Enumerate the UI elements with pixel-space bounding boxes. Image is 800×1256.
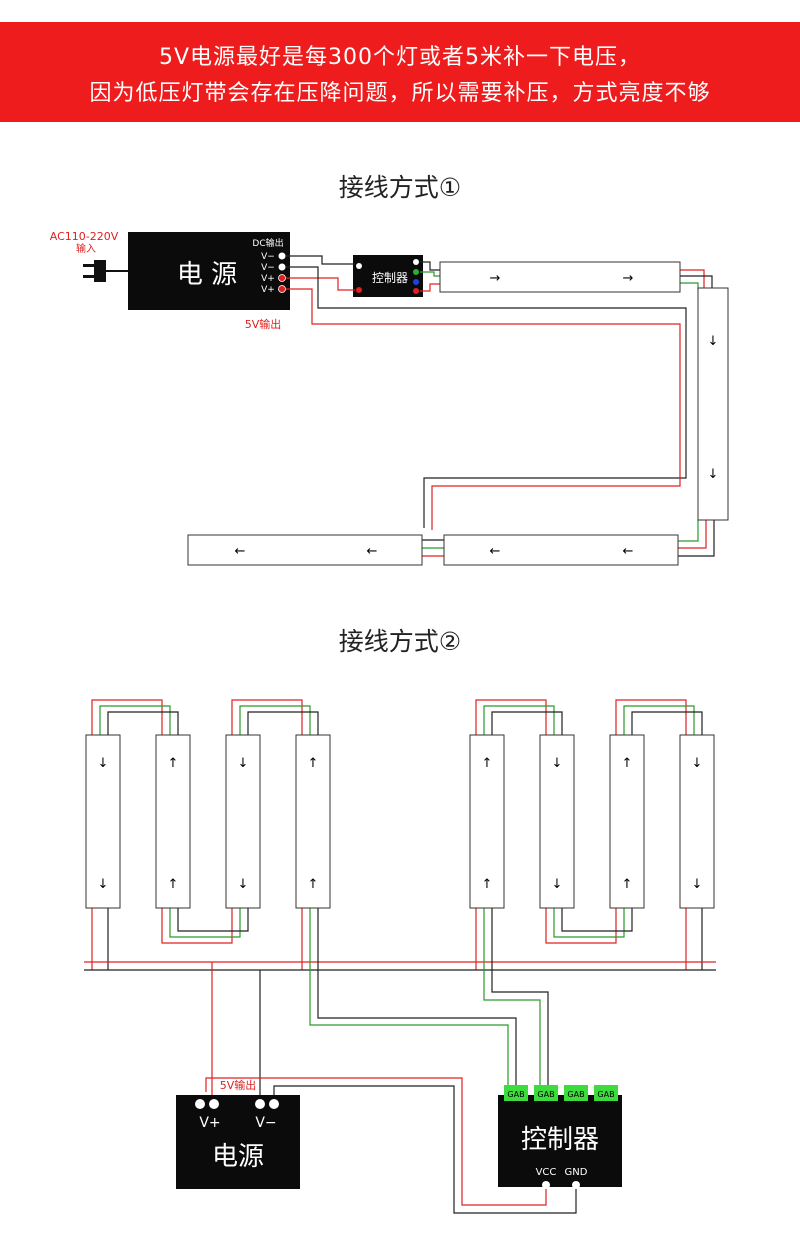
power-supply-1 xyxy=(128,232,290,310)
terminal-dot xyxy=(356,287,362,293)
power-supply-2: 5V输出 V+ V− 电源 xyxy=(176,1078,300,1189)
arrow-down-icon: ↓ xyxy=(692,756,703,771)
led-strip-g xyxy=(609,734,645,909)
arrow-left-icon: ← xyxy=(367,544,378,559)
port-4 xyxy=(594,1085,618,1101)
led-strip-b xyxy=(155,734,191,909)
arrow-up-icon: ↑ xyxy=(168,877,179,892)
terminal-dot xyxy=(413,279,419,285)
arrow-left-icon: ← xyxy=(623,544,634,559)
terminal-dot xyxy=(278,263,286,271)
arrow-up-icon: ↑ xyxy=(308,756,319,771)
terminal-dot xyxy=(209,1099,219,1109)
dc-output-label: DC输出 xyxy=(252,237,283,249)
led-strip-c xyxy=(225,734,261,909)
arrow-up-icon: ↑ xyxy=(622,877,633,892)
arrow-down-icon: ↓ xyxy=(238,756,249,771)
terminal-vplus-2: V+ xyxy=(261,285,275,295)
led-strip-d xyxy=(295,734,331,909)
controller-1-label: 控制器 xyxy=(372,271,408,285)
arrow-up-icon: ↑ xyxy=(482,756,493,771)
port-label: GAB xyxy=(567,1090,584,1099)
ac-input-label: AC110-220V xyxy=(50,230,119,243)
psu-vplus-label: V+ xyxy=(199,1115,220,1131)
led-strip-e xyxy=(469,734,505,909)
section2-title: 接线方式② xyxy=(338,627,462,656)
wiring-method-1: AC110-220V 输入 电 源 DC输出 V− V− V+ V+ 5V输出 … xyxy=(50,230,729,566)
psu-vminus-label: V− xyxy=(255,1115,276,1131)
arrow-down-icon: ↓ xyxy=(98,877,109,892)
arrow-right-icon: → xyxy=(623,271,634,286)
terminal-dot xyxy=(278,285,286,293)
arrow-down-icon: ↓ xyxy=(708,334,719,349)
output-5v-label: 5V输出 xyxy=(245,317,282,331)
led-strip-3 xyxy=(443,534,679,566)
led-strip-1 xyxy=(439,261,681,293)
controller-1 xyxy=(353,255,423,297)
arrow-down-icon: ↓ xyxy=(708,467,719,482)
terminal-dot xyxy=(413,288,419,294)
led-strip-2 xyxy=(697,287,729,521)
port-label: GAB xyxy=(597,1090,614,1099)
ac-input-sub: 输入 xyxy=(76,242,96,255)
arrow-down-icon: ↓ xyxy=(238,877,249,892)
terminal-dot xyxy=(356,263,362,269)
port-2 xyxy=(534,1085,558,1101)
terminal-dot xyxy=(195,1099,205,1109)
terminal-dot xyxy=(255,1099,265,1109)
arrow-left-icon: ← xyxy=(235,544,246,559)
port-1 xyxy=(504,1085,528,1101)
led-strip-4 xyxy=(187,534,423,566)
gnd-label: GND xyxy=(565,1167,588,1178)
power-supply-2-label: 电源 xyxy=(212,1142,264,1172)
terminal-dot xyxy=(572,1181,580,1189)
arrow-down-icon: ↓ xyxy=(552,756,563,771)
led-strip-h xyxy=(679,734,715,909)
port-label: GAB xyxy=(537,1090,554,1099)
terminal-vminus-1: V− xyxy=(261,252,275,262)
section1-title: 接线方式① xyxy=(338,173,462,202)
port-label: GAB xyxy=(507,1090,524,1099)
arrow-down-icon: ↓ xyxy=(98,756,109,771)
vcc-label: VCC xyxy=(536,1167,557,1178)
plug-icon xyxy=(83,260,130,282)
controller-2-label: 控制器 xyxy=(521,1125,599,1155)
output-5v-label-2: 5V输出 xyxy=(220,1078,257,1092)
strips-method-2: ↓ ↓ ↑ ↑ ↓ ↓ ↑ ↑ ↑ ↑ ↓ ↓ ↑ ↑ ↓ ↓ xyxy=(85,734,715,909)
terminal-dot xyxy=(413,259,419,265)
arrow-up-icon: ↑ xyxy=(622,756,633,771)
terminal-dot xyxy=(413,269,419,275)
arrow-up-icon: ↑ xyxy=(168,756,179,771)
led-strip-a xyxy=(85,734,121,909)
power-supply-1-label: 电 源 xyxy=(177,260,237,290)
notice-banner: 5V电源最好是每300个灯或者5米补一下电压， 因为低压灯带会存在压降问题，所以… xyxy=(0,22,800,122)
arrow-up-icon: ↑ xyxy=(308,877,319,892)
notice-line-2: 因为低压灯带会存在压降问题，所以需要补压，方式亮度不够 xyxy=(89,81,711,106)
terminal-dot xyxy=(542,1181,550,1189)
terminal-vminus-2: V− xyxy=(261,263,275,273)
terminal-dot xyxy=(269,1099,279,1109)
arrow-down-icon: ↓ xyxy=(692,877,703,892)
wiring-method-2 xyxy=(84,699,716,1214)
arrow-down-icon: ↓ xyxy=(552,877,563,892)
terminal-vplus-1: V+ xyxy=(261,274,275,284)
notice-line-1: 5V电源最好是每300个灯或者5米补一下电压， xyxy=(158,45,642,70)
controller-2: GAB GAB GAB GAB 控制器 VCC GND xyxy=(498,1085,622,1189)
terminal-dot xyxy=(278,252,286,260)
arrow-up-icon: ↑ xyxy=(482,877,493,892)
led-strip-f xyxy=(539,734,575,909)
arrow-left-icon: ← xyxy=(490,544,501,559)
arrow-right-icon: → xyxy=(490,271,501,286)
terminal-dot xyxy=(278,274,286,282)
port-3 xyxy=(564,1085,588,1101)
